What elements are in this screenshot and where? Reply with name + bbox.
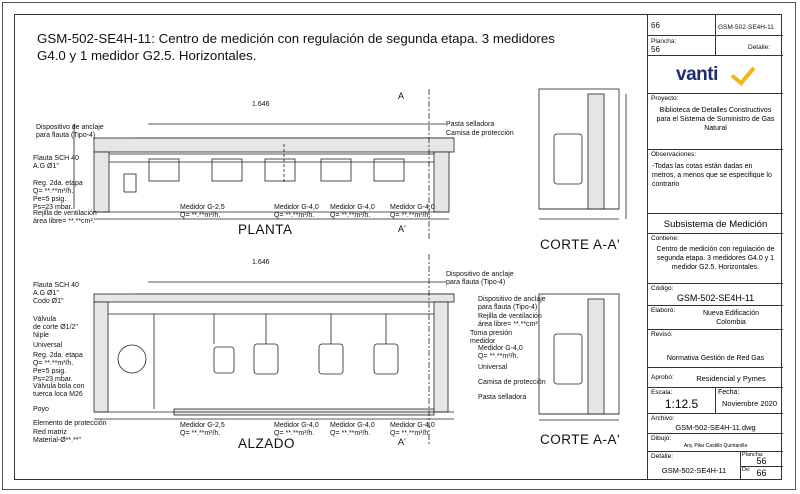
tb-archivo: GSM-502-SE4H-11.dwg bbox=[675, 423, 756, 432]
alzado-label-m2: Medidor G-4,0 Q= **.**m³/h. bbox=[274, 422, 319, 437]
planta-view-title: PLANTA bbox=[238, 222, 293, 237]
tb-contiene-cell: Contiene: Centro de medición con regulac… bbox=[648, 234, 783, 284]
planta-label-m1: Medidor G-2,5 Q= **.**m³/h. bbox=[180, 204, 225, 219]
alzado-label-rejilla: Rejilla de ventilación área libre= **.**… bbox=[478, 313, 542, 328]
alzado-label-niple: Niple bbox=[33, 332, 49, 339]
planta-label-m4: Medidor G-4,0 Q= **.**m³/h. bbox=[390, 204, 435, 219]
tb-bottom-cell: Detalle: GSM-502-SE4H-11 Plancha: 56 De:… bbox=[648, 452, 783, 480]
alzado-total-dim: 1.646 bbox=[252, 259, 270, 266]
tb-elaboro: Nueva Edificación Colombia bbox=[702, 310, 760, 326]
tb-de-bottom-label: De: bbox=[742, 467, 751, 473]
alzado-label-codo: Codo Ø1" bbox=[33, 298, 64, 305]
tb-de-bottom: 66 bbox=[756, 468, 767, 478]
tb-codigo: GSM-502-SE4H-11 bbox=[676, 293, 755, 303]
corte-top-title: CORTE A-A' bbox=[540, 237, 621, 252]
alzado-label-elemento: Elemento de protección bbox=[33, 420, 107, 427]
tb-de-value: 66 bbox=[651, 21, 660, 30]
tb-row-detalle: Plancha: 56 Detalle: bbox=[648, 36, 783, 56]
alzado-label-flauta: Flauta SCH 40 A.G Ø1" bbox=[33, 282, 79, 297]
tb-contiene: Centro de medición con regulación de seg… bbox=[656, 246, 775, 271]
tb-proyecto-cell: Proyecto: Biblioteca de Detalles Constru… bbox=[648, 94, 783, 150]
alzado-label-anclaje: Dispositivo de anclaje para flauta (Tipo… bbox=[478, 296, 546, 311]
tb-aprobo-cell: Aprobó: Residencial y Pymes bbox=[648, 368, 783, 388]
alzado-label-toma: Toma presión medidor bbox=[470, 330, 513, 345]
tb-contiene-label: Contiene: bbox=[651, 235, 679, 242]
alzado-section-a-prime: A' bbox=[398, 437, 406, 447]
alzado-label-medidor: Medidor G-4,0 Q= **.**m³/h. bbox=[478, 345, 523, 360]
alzado-label-pasta: Pasta selladora bbox=[478, 394, 527, 401]
tb-dibujo-label: Dibujó: bbox=[651, 435, 672, 442]
tb-subsistema: Subsistema de Medición bbox=[663, 219, 768, 230]
planta-label-m2: Medidor G-4,0 Q= **.**m³/h. bbox=[274, 204, 319, 219]
tb-plancha-bottom: 56 bbox=[756, 456, 767, 466]
title-block: 66 GSM-502-SE4H-11 Plancha: 56 Detalle: … bbox=[647, 14, 783, 480]
tb-archivo-cell: Archivo: GSM-502-SE4H-11.dwg bbox=[648, 414, 783, 434]
alzado-label-m3: Medidor G-4,0 Q= **.**m³/h. bbox=[330, 422, 375, 437]
alzado-label-anclaje-top: Dispositivo de anclaje para flauta (Tipo… bbox=[446, 271, 514, 286]
tb-escala-label: Escala: bbox=[651, 389, 673, 396]
technical-drawing bbox=[73, 88, 627, 444]
tb-detalle-label: Detalle: bbox=[748, 44, 771, 51]
tb-proyecto: Biblioteca de Detalles Constructivos par… bbox=[656, 107, 775, 132]
alzado-label-reg: Reg. 2da. etapa Q= **.**m³/h. Pe=5 psig.… bbox=[33, 352, 83, 383]
tb-logo-cell: vanti bbox=[648, 56, 783, 94]
planta-label-camisa: Camisa de protección bbox=[446, 130, 514, 137]
tb-observaciones-label: Observaciones: bbox=[651, 151, 697, 158]
tb-observaciones: -Todas las cotas están dadas en metros, … bbox=[652, 163, 772, 188]
tb-aprobo-label: Aprobó: bbox=[651, 374, 674, 381]
tb-proyecto-label: Proyecto: bbox=[651, 95, 679, 102]
tb-archivo-label: Archivo: bbox=[651, 415, 675, 422]
tb-subsistema-cell: Subsistema de Medición bbox=[648, 214, 783, 234]
tb-observaciones-cell: Observaciones: -Todas las cotas están da… bbox=[648, 150, 783, 214]
tb-detalle-bottom-label: Detalle: bbox=[651, 453, 674, 460]
vanti-logo: vanti bbox=[676, 64, 718, 85]
vanti-check-icon bbox=[730, 60, 756, 86]
tb-dibujo-cell: Dibujó: Arq. Pilar Castillo Quintanilla bbox=[648, 434, 783, 452]
tb-detalle-value: GSM-502-SE4H-11 bbox=[718, 24, 774, 31]
planta-label-m3: Medidor G-4,0 Q= **.**m³/h. bbox=[330, 204, 375, 219]
tb-escala: 1:12.5 bbox=[664, 397, 699, 411]
tb-elaboro-label: Elaboró: bbox=[651, 307, 676, 314]
tb-dibujo: Arq. Pilar Castillo Quintanilla bbox=[683, 443, 748, 449]
alzado-label-camisa: Camisa de protección bbox=[478, 379, 546, 386]
planta-label-anclaje: Dispositivo de anclaje para flauta (Tipo… bbox=[36, 124, 104, 139]
corte-bottom-title: CORTE A-A' bbox=[540, 432, 621, 447]
alzado-label-bola: Válvula bola con tuerca loca M26 bbox=[33, 383, 85, 398]
tb-reviso-cell: Revisó: Normativa Gestión de Red Gas bbox=[648, 330, 783, 368]
tb-codigo-cell: Código: GSM-502-SE4H-11 bbox=[648, 284, 783, 306]
planta-label-reg: Reg. 2da. etapa Q= **.**m³/h. Pe=5 psig.… bbox=[33, 180, 83, 211]
alzado-label-poyo: Poyo bbox=[33, 406, 49, 413]
alzado-label-m4: Medidor G-4,0 Q= **.**m³/h. bbox=[390, 422, 435, 437]
planta-label-rejilla: Rejilla de ventilación área libre= **.**… bbox=[33, 210, 97, 225]
planta-label-pasta: Pasta selladora bbox=[446, 121, 495, 128]
planta-section-a-prime: A' bbox=[398, 224, 406, 234]
planta-section-a: A bbox=[398, 91, 405, 101]
alzado-label-universal-r: Universal bbox=[478, 364, 508, 371]
tb-codigo-label: Código: bbox=[651, 285, 674, 292]
inner-frame bbox=[14, 14, 782, 480]
tb-detalle-bottom: GSM-502-SE4H-11 bbox=[661, 466, 727, 475]
alzado-label-universal: Universal bbox=[33, 342, 63, 349]
alzado-label-valvula: Válvula de corte Ø1/2" bbox=[33, 316, 78, 331]
alzado-view-title: ALZADO bbox=[238, 436, 296, 451]
planta-total-dim: 1.646 bbox=[252, 101, 270, 108]
tb-row-plancha: 66 GSM-502-SE4H-11 bbox=[648, 14, 783, 36]
tb-fecha-label: Fecha: bbox=[718, 389, 740, 396]
tb-aprobo: Residencial y Pymes bbox=[696, 374, 766, 383]
alzado-label-m1: Medidor G-2,5 Q= **.**m³/h. bbox=[180, 422, 225, 437]
tb-fecha: Noviembre 2020 bbox=[721, 399, 778, 408]
tb-plancha-bottom-label: Plancha: bbox=[742, 452, 764, 458]
sheet-title: GSM-502-SE4H-11: Centro de medición con … bbox=[37, 31, 555, 63]
tb-plancha-label: Plancha: bbox=[651, 38, 677, 45]
tb-reviso-label: Revisó: bbox=[651, 331, 673, 338]
planta-label-flauta: Flauta SCH 40 A.G Ø1" bbox=[33, 155, 79, 170]
tb-elaboro-cell: Elaboró: Nueva Edificación Colombia bbox=[648, 306, 783, 330]
alzado-label-red: Red matriz Material-Ø**.**" bbox=[33, 429, 81, 444]
tb-reviso: Normativa Gestión de Red Gas bbox=[666, 355, 765, 362]
tb-plancha-value: 56 bbox=[651, 45, 660, 54]
tb-escala-cell: Escala: 1:12.5 Fecha: Noviembre 2020 bbox=[648, 388, 783, 414]
